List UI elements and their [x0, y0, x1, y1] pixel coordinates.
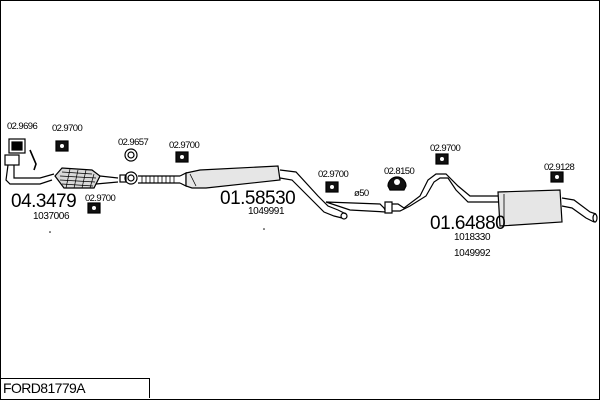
- centre-silencer: [185, 165, 348, 220]
- rubber-mount-icon: [550, 171, 564, 183]
- accessory-label: 02.9700: [52, 123, 82, 134]
- rubber-mount-icon: [325, 181, 339, 193]
- part-reference: 1018330: [454, 232, 491, 243]
- rubber-mount-icon: [175, 151, 189, 163]
- flex-pipe: [138, 172, 187, 187]
- rubber-mount-icon: [435, 153, 449, 165]
- accessory-label: 02.9700: [169, 140, 199, 151]
- part-reference: 1037006: [33, 211, 70, 222]
- catalytic-converter: [54, 167, 119, 189]
- rubber-mount-icon: [55, 140, 69, 152]
- accessory-label: 02.9700: [430, 143, 460, 154]
- accessory-label: 02.9700: [85, 193, 115, 204]
- pipe-clamp-small-icon: [119, 174, 127, 183]
- ring-gasket-icon: [124, 171, 138, 185]
- accessory-label: 02.8150: [384, 166, 414, 177]
- rubber-mount-icon: [87, 202, 101, 214]
- intermediate-pipe: [325, 173, 498, 214]
- rear-silencer: [497, 189, 598, 227]
- part-reference: 1049991: [248, 206, 285, 217]
- front-downpipe: [4, 149, 55, 185]
- part-reference: 1049992: [454, 248, 491, 259]
- clamp-icon: [387, 176, 407, 191]
- ring-gasket-icon: [124, 148, 138, 162]
- manifold-flange: [4, 154, 20, 166]
- accessory-label: 02.9657: [118, 137, 148, 148]
- part-number: 04.3479: [11, 191, 76, 212]
- accessory-label: 02.9128: [544, 162, 574, 173]
- clamp-size-label: ø50: [354, 188, 369, 199]
- gasket-icon: [8, 138, 26, 154]
- marker-dot: [49, 231, 51, 233]
- part-number: 01.64880: [430, 213, 505, 234]
- part-number: 01.58530: [220, 188, 295, 209]
- accessory-label: 02.9696: [7, 121, 37, 132]
- marker-dot: [263, 228, 265, 230]
- diagram-title: FORD81779A: [0, 378, 150, 398]
- accessory-label: 02.9700: [318, 169, 348, 180]
